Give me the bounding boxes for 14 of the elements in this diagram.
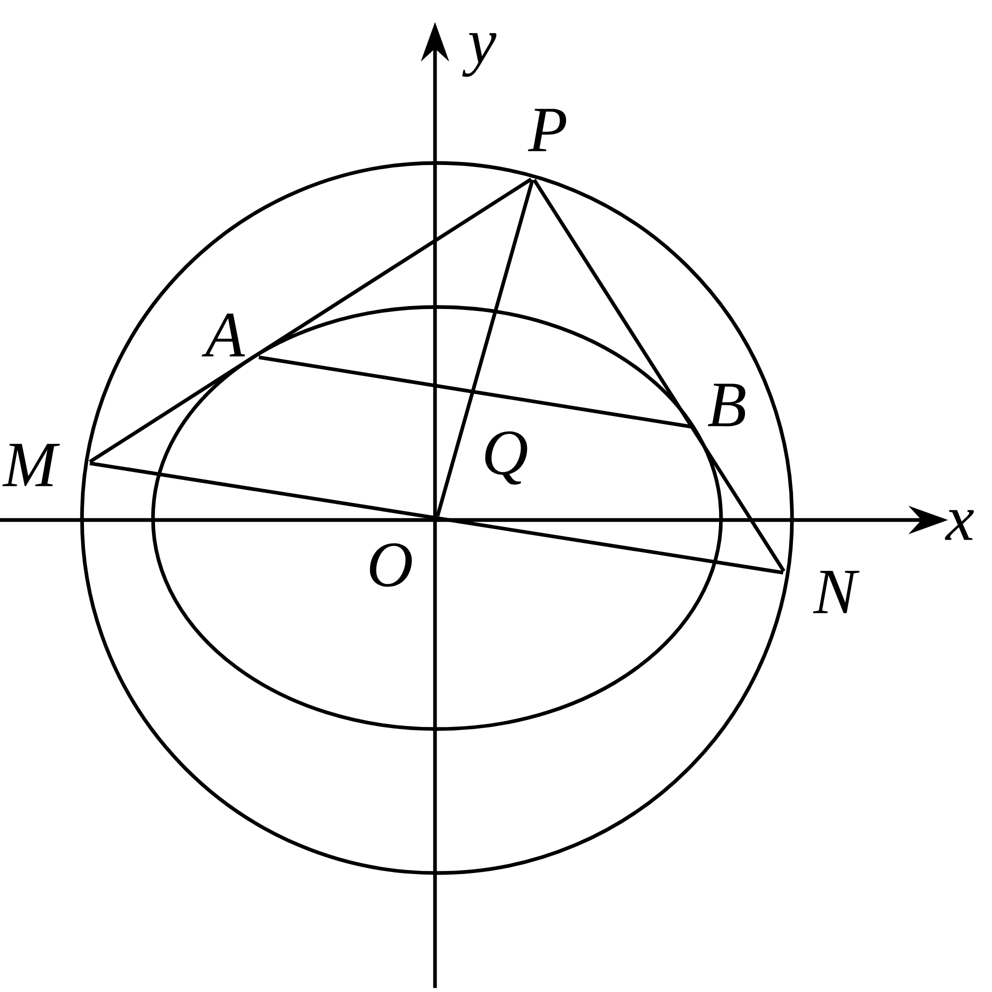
point-label: N (812, 570, 860, 614)
line-segment (90, 461, 784, 575)
point-label: O (370, 543, 412, 587)
point-label: P (528, 108, 566, 152)
point-label: M (2, 444, 60, 486)
axis-label: x (944, 510, 974, 540)
point-label: Q (485, 431, 528, 485)
line-segment (88, 178, 532, 464)
line-segment (532, 178, 786, 572)
line-segment (436, 179, 534, 517)
axis-label: y (462, 33, 496, 77)
point-label: A (202, 314, 245, 356)
point-label: B (708, 384, 746, 426)
line-segment (258, 356, 692, 429)
